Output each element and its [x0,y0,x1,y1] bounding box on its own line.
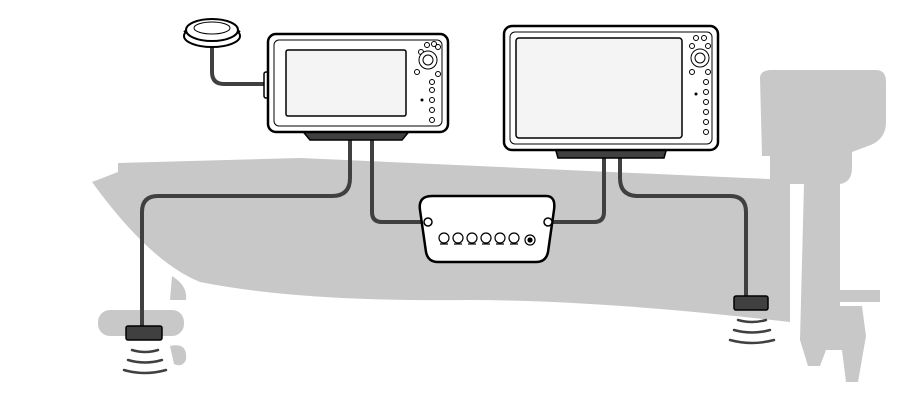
large-display-switch-cable [552,158,606,224]
outboard-motor [760,70,886,382]
ethernet-switch [418,194,556,264]
port-3 [466,232,478,245]
gps-antenna [183,18,241,48]
small-display-keypad [414,41,441,123]
display-unit-small [263,32,450,141]
port-5 [494,232,506,245]
port-1 [438,232,450,245]
large-display-screen [515,37,683,139]
gps-cable [210,45,270,86]
small-display-transducer-cable [140,140,352,330]
large-display-transducer-cable [618,158,748,300]
trolling-motor-transducer [122,325,168,375]
cables [140,45,748,330]
large-display-keypad [689,35,711,135]
transom-transducer [728,295,776,345]
port-6 [508,232,520,245]
display-unit-large [502,24,720,159]
ethernet-ports [438,232,536,246]
small-display-switch-cable [370,140,424,224]
port-4 [480,232,492,245]
power-connector [524,234,536,246]
port-2 [452,232,464,245]
small-display-screen [285,49,407,117]
